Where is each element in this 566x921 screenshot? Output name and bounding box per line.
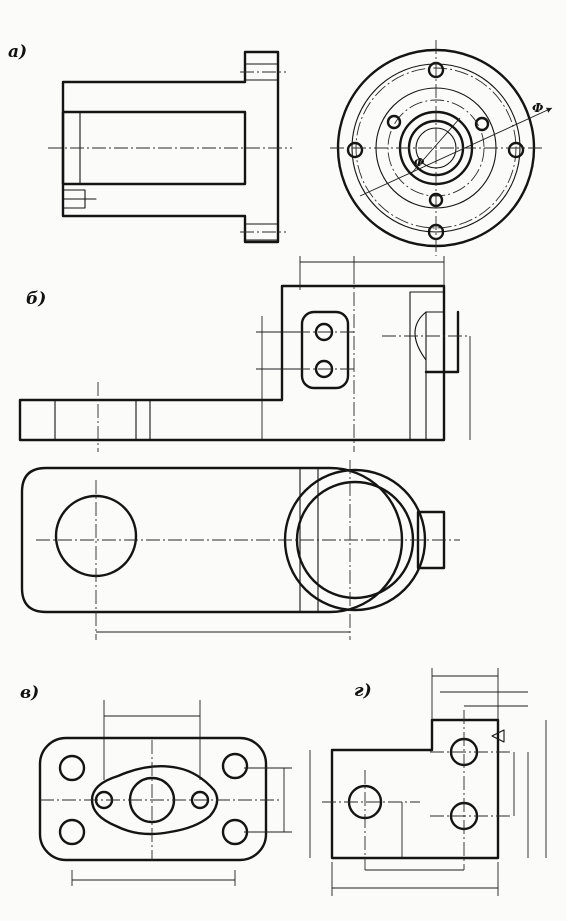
view-b-top: [20, 460, 460, 640]
view-v-plate: [38, 700, 292, 886]
view-a-section: [48, 50, 292, 244]
label-a: а): [8, 42, 27, 62]
view-b-front: [18, 256, 471, 452]
view-g-bracket: [309, 668, 547, 896]
label-b: б): [26, 289, 46, 309]
diameter-callout-inner: Ф: [414, 156, 425, 169]
label-v: в): [20, 683, 39, 703]
label-g: г): [354, 681, 372, 701]
diameter-callout: Ф: [532, 101, 543, 115]
view-a-end: Ф Ф: [330, 40, 553, 256]
